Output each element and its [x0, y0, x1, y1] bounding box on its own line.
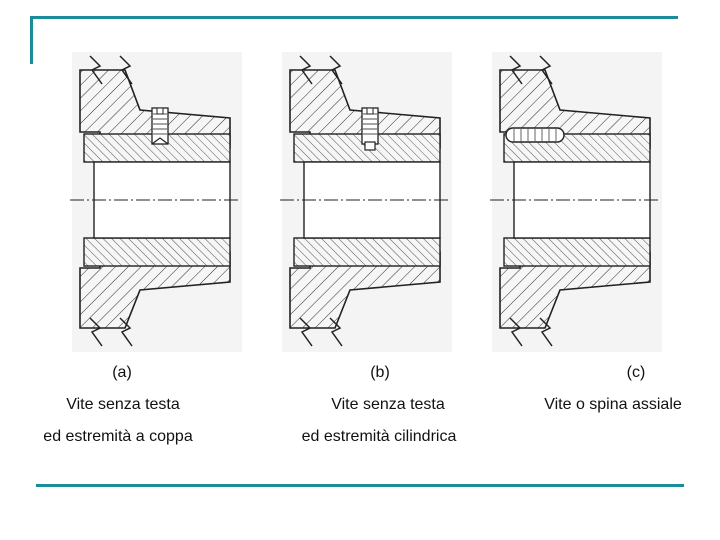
- break-mark-bottom-2: [329, 317, 343, 347]
- break-mark-top: [509, 55, 523, 85]
- figure-c-caption-line1: Vite o spina assiale: [544, 396, 682, 413]
- cylindrical-point: [364, 141, 376, 151]
- figure-c-label: (c): [626, 364, 646, 381]
- figure-b-label: (b): [370, 364, 390, 381]
- top-rule: [30, 16, 678, 19]
- break-mark-top: [89, 55, 103, 85]
- view-a: [70, 52, 242, 352]
- break-mark-bottom: [89, 317, 103, 347]
- left-rule: [30, 16, 33, 64]
- break-mark-bottom-2: [539, 317, 553, 347]
- bushing-lower: [83, 237, 231, 267]
- figure-b-caption-line2: ed estremità cilindrica: [301, 428, 457, 445]
- figure-a-label: (a): [112, 364, 132, 381]
- break-mark-bottom-2: [119, 317, 133, 347]
- figure-b-caption-line1: Vite senza testa: [331, 396, 445, 413]
- bottom-rule: [36, 484, 684, 487]
- break-mark-bottom: [299, 317, 313, 347]
- screw-slot: [156, 107, 164, 115]
- break-mark-bottom: [509, 317, 523, 347]
- break-mark-top-2: [119, 55, 133, 85]
- break-mark-top-2: [539, 55, 553, 85]
- bushing-lower: [503, 237, 651, 267]
- cup-point: [151, 137, 169, 145]
- figure-a-caption-line1: Vite senza testa: [66, 396, 180, 413]
- break-mark-top: [299, 55, 313, 85]
- bushing-lower: [293, 237, 441, 267]
- break-mark-top-2: [329, 55, 343, 85]
- screw-slot: [366, 107, 374, 115]
- view-c: [490, 52, 662, 352]
- view-b: [280, 52, 452, 352]
- figure-a-caption-line2: ed estremità a coppa: [43, 428, 193, 445]
